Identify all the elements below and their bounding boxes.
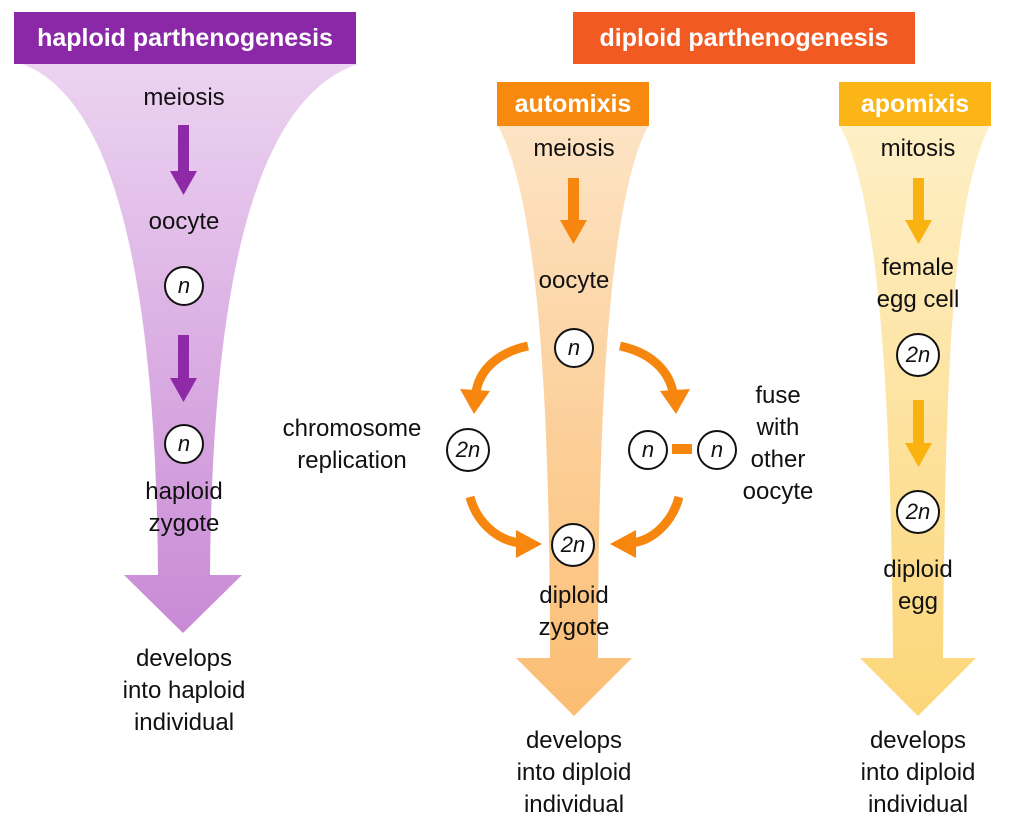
curved-arrow-top-right (618, 341, 690, 414)
haploid-outcome-line2: into haploid (122, 677, 246, 704)
apomixis-result-line2: egg (897, 588, 939, 615)
apomixis-circle-2n-2: 2n (896, 490, 940, 534)
apomixis-step-mitosis: mitosis (880, 135, 956, 162)
apomixis-outcome-line2: into diploid (860, 759, 976, 786)
automixis-outcome-line3: individual (523, 791, 625, 818)
haploid-result-label: haploid zygote (94, 476, 274, 540)
haploid-outcome-line1: develops (135, 645, 233, 672)
automixis-arrow-down (560, 178, 587, 244)
header-haploid-parthenogenesis: haploid parthenogenesis (14, 12, 356, 64)
automixis-circle-n: n (554, 328, 594, 368)
apomixis-outcome-label: develops into diploid individual (818, 725, 1018, 821)
fuse-with-other-oocyte-label: fuse with other oocyte (726, 380, 830, 508)
header-diploid-parthenogenesis: diploid parthenogenesis (573, 12, 915, 64)
haploid-outcome-line3: individual (133, 709, 235, 736)
curved-arrow-top-left (460, 341, 530, 414)
automixis-step-meiosis: meiosis (533, 135, 615, 162)
fuse-connector (672, 444, 692, 454)
apomixis-result-line1: diploid (883, 556, 953, 583)
automixis-result-line1: diploid (539, 582, 609, 609)
automixis-circle-2n-zygote: 2n (551, 523, 595, 567)
fuse-line1: fuse (755, 382, 801, 409)
curved-arrow-bottom-left (465, 495, 542, 558)
automixis-step-oocyte: oocyte (538, 267, 610, 294)
fuse-line2: with (756, 414, 800, 441)
automixis-outcome-label: develops into diploid individual (474, 725, 674, 821)
curved-arrow-bottom-right (610, 495, 684, 558)
apomixis-step2-line1: female (881, 254, 955, 281)
apomixis-result-label: diploid egg (828, 554, 1008, 618)
header-apomixis: apomixis (839, 82, 991, 126)
automixis-circle-2n-left: 2n (446, 428, 490, 472)
header-automixis: automixis (497, 82, 649, 126)
apomixis-step-female-egg-cell: female egg cell (838, 252, 998, 316)
haploid-circle-n-1: n (164, 266, 204, 306)
chromosome-replication-label: chromosome replication (262, 413, 442, 477)
chromosome-replication-line1: chromosome (282, 415, 422, 442)
haploid-outcome-label: develops into haploid individual (84, 643, 284, 739)
apomixis-arrow-1 (905, 178, 932, 244)
apomixis-arrow-2 (905, 400, 932, 467)
automixis-circle-n-fuse-a: n (628, 430, 668, 470)
haploid-funnel (22, 64, 358, 633)
automixis-funnel (498, 126, 648, 716)
haploid-arrow-1 (170, 125, 197, 195)
automixis-circle-n-fuse-b: n (697, 430, 737, 470)
haploid-result-line2: zygote (148, 510, 220, 537)
apomixis-outcome-line3: individual (867, 791, 969, 818)
fuse-line3: other (750, 446, 806, 473)
apomixis-step2-line2: egg cell (876, 286, 960, 313)
automixis-outcome-line2: into diploid (516, 759, 632, 786)
apomixis-circle-2n-1: 2n (896, 333, 940, 377)
fuse-line4: oocyte (742, 478, 814, 505)
automixis-outcome-line1: develops (525, 727, 623, 754)
haploid-step-meiosis: meiosis (143, 84, 225, 111)
haploid-circle-n-2: n (164, 424, 204, 464)
automixis-result-label: diploid zygote (484, 580, 664, 644)
chromosome-replication-line2: replication (297, 447, 407, 474)
automixis-result-line2: zygote (538, 614, 610, 641)
apomixis-outcome-line1: develops (869, 727, 967, 754)
haploid-step-oocyte: oocyte (148, 208, 220, 235)
haploid-arrow-2 (170, 335, 197, 402)
haploid-result-line1: haploid (145, 478, 223, 505)
